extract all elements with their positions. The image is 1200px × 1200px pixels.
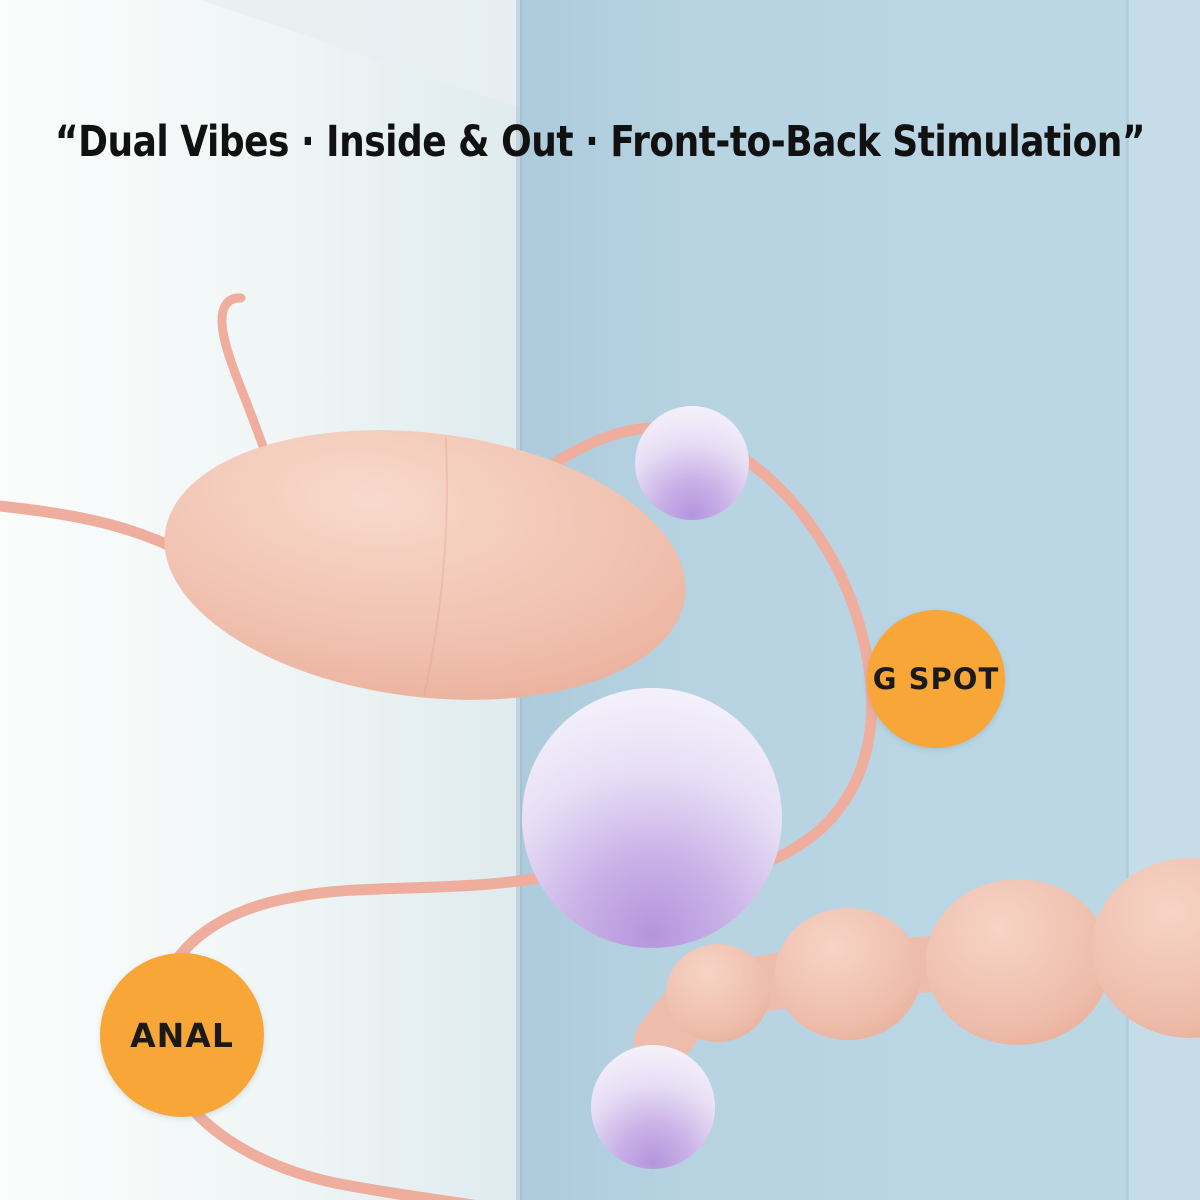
anal-badge: ANAL bbox=[100, 953, 264, 1117]
headline-text: “Dual Vibes · Inside & Out · Front-to-Ba… bbox=[54, 118, 1146, 167]
gspot-badge-label: G SPOT bbox=[872, 662, 1000, 696]
anal-beads bbox=[634, 858, 1200, 1070]
bead-largest-edge bbox=[1092, 858, 1200, 1038]
anal-badge-label: ANAL bbox=[130, 1015, 234, 1055]
wall-right-strip-line bbox=[1126, 0, 1129, 1200]
egg-seam bbox=[422, 437, 448, 698]
sphere-bottom-small bbox=[591, 1045, 715, 1169]
wall-corner-shade bbox=[200, 0, 520, 108]
egg-vibrator bbox=[164, 430, 686, 700]
egg-body bbox=[164, 430, 686, 700]
cord-antenna bbox=[217, 293, 271, 460]
kegel-spheres bbox=[522, 406, 782, 1169]
bead-medium bbox=[775, 908, 921, 1040]
cord-left-lead bbox=[0, 500, 191, 559]
sphere-top-small bbox=[635, 406, 749, 520]
bead-large bbox=[926, 879, 1110, 1045]
gspot-badge: G SPOT bbox=[867, 610, 1005, 748]
sphere-large bbox=[522, 688, 782, 948]
bead-small bbox=[666, 944, 770, 1042]
